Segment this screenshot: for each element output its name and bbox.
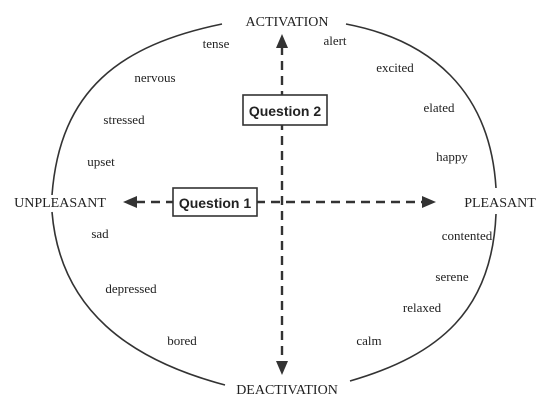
question-2-label: Question 2 [249, 103, 322, 119]
emotion-excited: excited [376, 60, 414, 75]
emotion-elated: elated [423, 100, 455, 115]
emotion-happy: happy [436, 149, 468, 164]
pole-unpleasant: UNPLEASANT [14, 196, 106, 211]
pole-pleasant: PLEASANT [464, 196, 536, 211]
emotion-calm: calm [356, 333, 381, 348]
ellipse-arc-top-right [345, 23, 497, 189]
question-2-box: Question 2 [242, 94, 328, 126]
emotion-stressed: stressed [103, 112, 145, 127]
emotion-tense: tense [203, 36, 230, 51]
emotion-bored: bored [167, 333, 197, 348]
pole-deactivation: DEACTIVATION [236, 383, 338, 398]
emotion-sad: sad [91, 226, 109, 241]
emotion-serene: serene [435, 269, 468, 284]
arrow-right-icon [422, 196, 436, 208]
ellipse-arc-top-left [51, 23, 223, 196]
question-1-label: Question 1 [179, 195, 252, 211]
ellipse-arc-bottom-left [51, 211, 226, 386]
question-1-box: Question 1 [172, 187, 258, 217]
ellipse-arc-bottom-right [349, 213, 497, 382]
emotion-contented: contented [442, 228, 493, 243]
arrow-left-icon [123, 196, 137, 208]
emotion-depressed: depressed [105, 281, 157, 296]
emotion-relaxed: relaxed [403, 300, 442, 315]
arrow-up-icon [276, 34, 288, 48]
arrow-down-icon [276, 361, 288, 375]
emotion-nervous: nervous [134, 70, 175, 85]
emotion-alert: alert [323, 33, 346, 48]
emotion-upset: upset [87, 154, 115, 169]
pole-activation: ACTIVATION [246, 15, 329, 30]
